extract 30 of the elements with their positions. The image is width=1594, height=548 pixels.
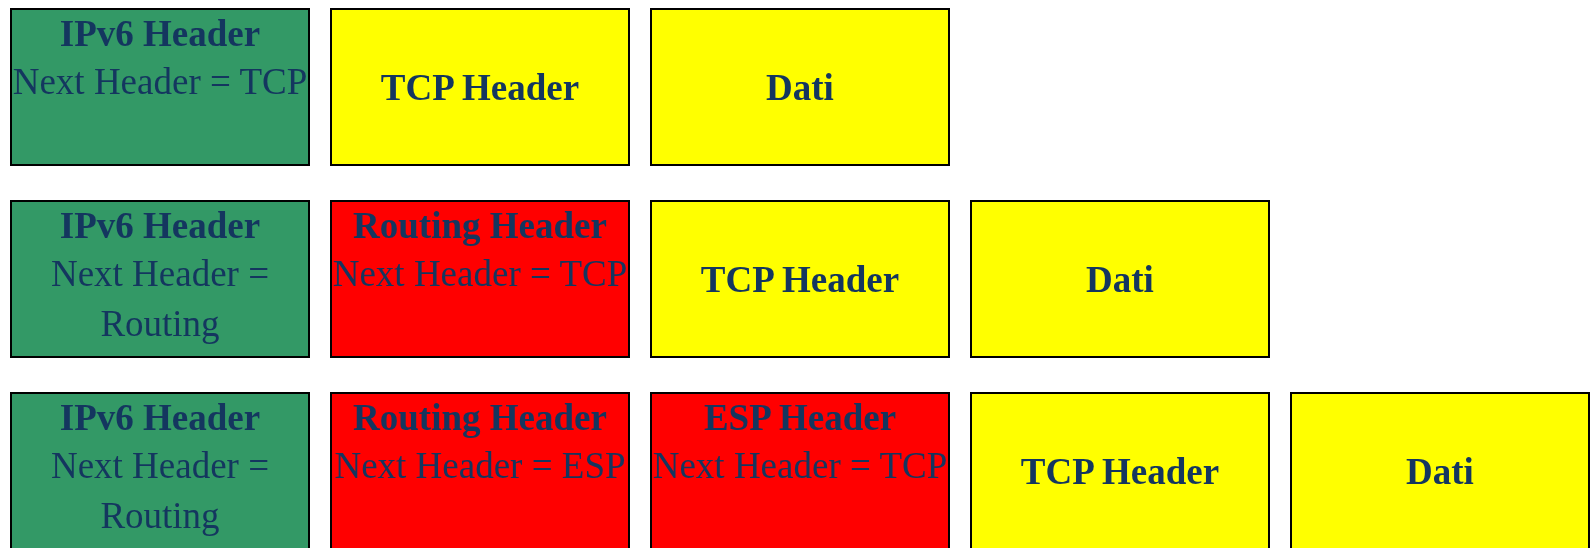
field-description: Next Header = TCP — [652, 444, 948, 488]
packet-field-box — [970, 392, 1270, 548]
packet-field-box — [650, 200, 950, 358]
packet-field-box — [10, 200, 310, 358]
packet-field-box — [1290, 392, 1590, 548]
field-description: Next Header = TCP — [12, 60, 308, 104]
packet-field-box — [330, 8, 630, 166]
field-title: Dati — [766, 65, 834, 110]
packet-field-box — [970, 200, 1270, 358]
field-title: Dati — [1086, 257, 1154, 302]
field-title: Dati — [1406, 449, 1474, 494]
field-title: TCP Header — [700, 257, 900, 302]
field-description: Next Header = Routing — [49, 444, 271, 538]
field-description: Next Header = TCP — [332, 252, 628, 296]
field-title: IPv6 Header — [59, 204, 261, 248]
field-title: TCP Header — [380, 65, 580, 110]
packet-field-box — [330, 392, 630, 548]
packet-field-box — [330, 200, 630, 358]
packet-field-box — [650, 8, 950, 166]
packet-field-box — [10, 392, 310, 548]
field-title: IPv6 Header — [59, 12, 261, 56]
packet-field-box — [650, 392, 950, 548]
field-title: Routing Header — [353, 204, 607, 248]
field-title: Routing Header — [353, 396, 607, 440]
field-title: ESP Header — [703, 396, 897, 440]
field-description: Next Header = ESP — [334, 444, 626, 488]
field-title: IPv6 Header — [59, 396, 261, 440]
field-description: Next Header = Routing — [49, 252, 271, 346]
field-title: TCP Header — [1020, 449, 1220, 494]
packet-field-box — [10, 8, 310, 166]
